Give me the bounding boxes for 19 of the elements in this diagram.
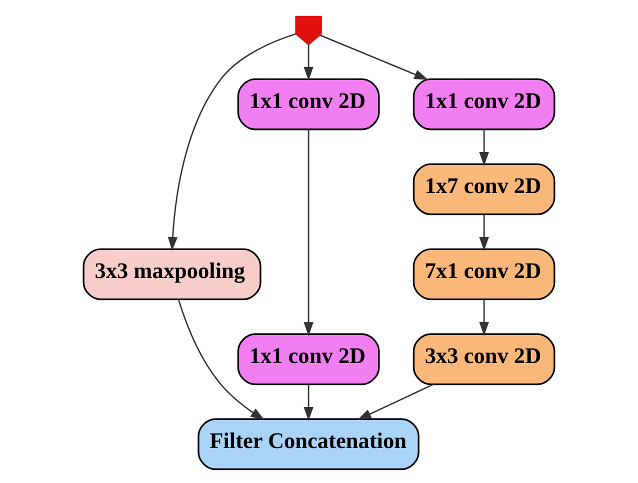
node-box: 3x3 conv 2D [412,333,556,386]
arrow [479,129,489,166]
node-box: 1x1 conv 2D [237,78,380,130]
arrow [178,299,265,420]
arrow [479,214,489,251]
node-box: 1x1 conv 2D [237,333,380,386]
node-box: 3x3 maxpooling [82,248,262,300]
node-box: Filter Concatenation [198,418,420,470]
arrow [168,33,296,251]
node-box: 7x1 conv 2D [412,248,556,300]
arrow [304,44,314,81]
arrow [304,384,314,421]
arrow [357,384,434,420]
node-arrow [295,16,322,46]
arrow [304,129,314,336]
node-box: 1x7 conv 2D [412,163,556,216]
node-box: 1x1 conv 2D [412,78,556,130]
arrow [479,299,489,336]
arrow [320,34,428,80]
